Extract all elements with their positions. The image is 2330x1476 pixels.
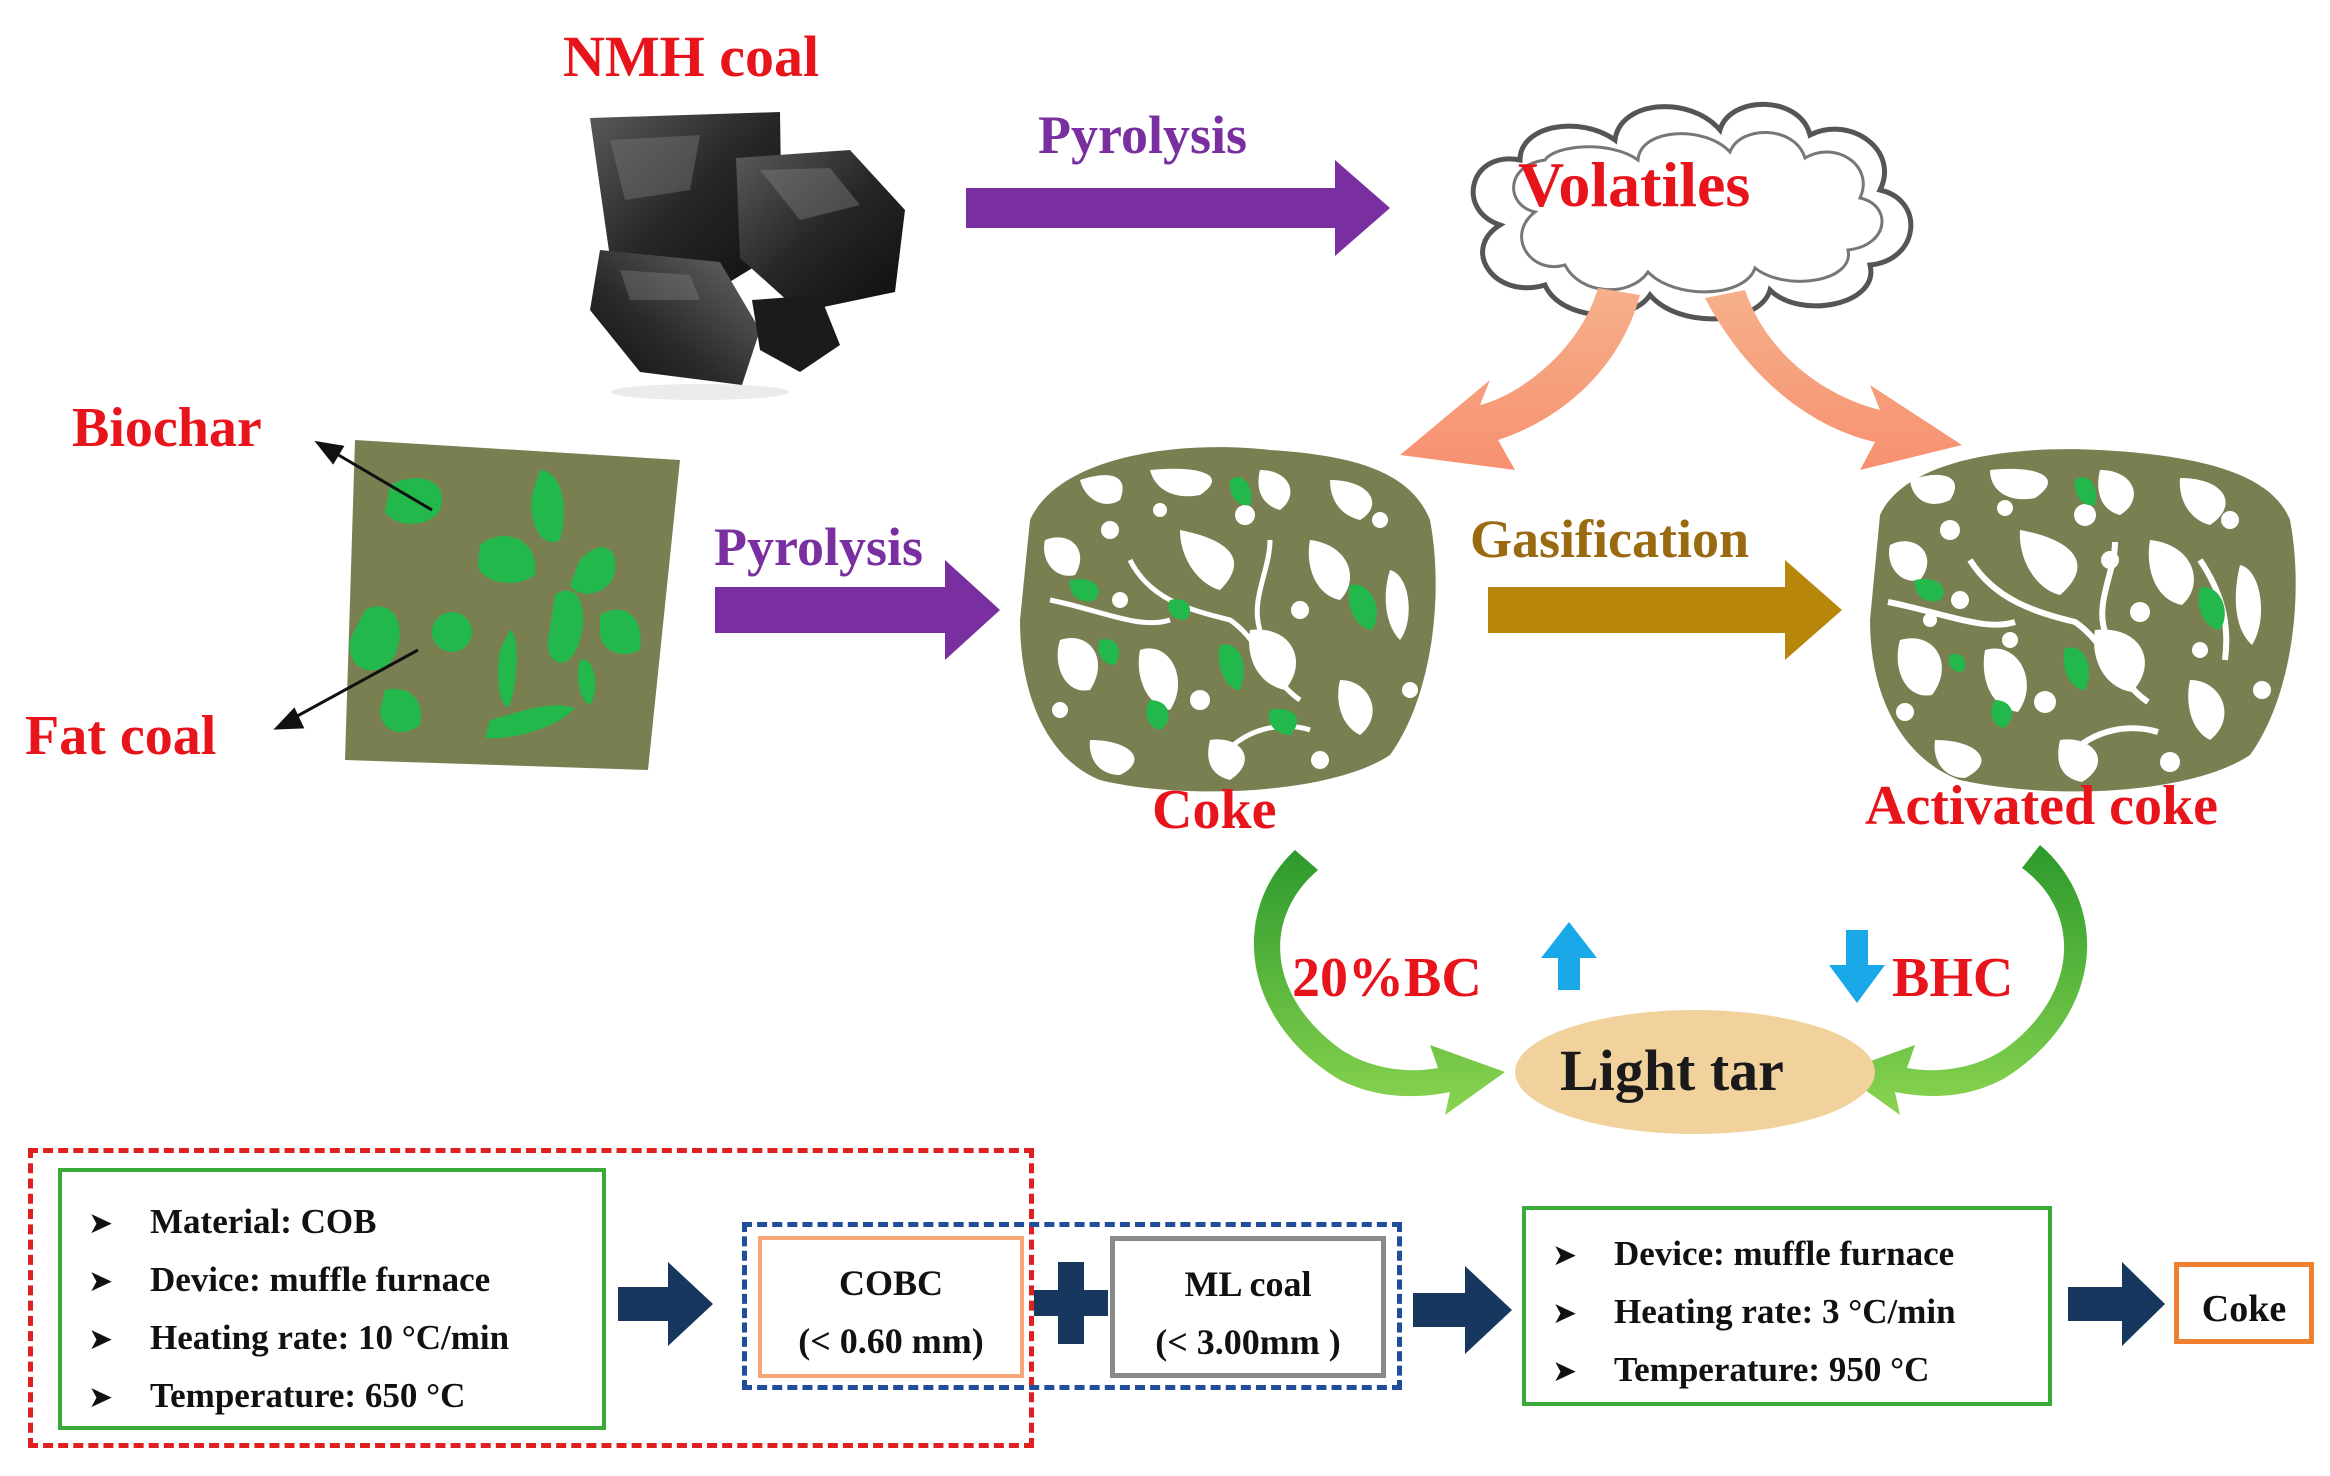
step1-item: ➤Material: COB: [88, 1202, 377, 1241]
cobc-name: COBC: [838, 1263, 943, 1303]
biochar-label: Biochar: [72, 397, 262, 459]
flow-arrow-3: [2068, 1262, 2165, 1346]
gasification-label: Gasification: [1470, 509, 1749, 569]
pyrolysis-label-middle: Pyrolysis: [714, 517, 924, 577]
cobc-size: (< 0.60 mm): [798, 1321, 984, 1361]
blend-group: [742, 1222, 1402, 1390]
coke-output-box: Coke: [2174, 1262, 2314, 1344]
volatiles-to-coke-arrow: [1400, 288, 1640, 470]
volatiles-cloud: [1470, 101, 1914, 322]
fat-coal-biochar-block: [345, 440, 680, 770]
plus-sign: [1034, 1262, 1108, 1344]
bc-20-label: 20%BC: [1292, 947, 1482, 1009]
step1-conditions: ➤Material: COB ➤Device: muffle furnace ➤…: [58, 1168, 606, 1430]
gasification-arrow: [1488, 560, 1842, 660]
nmh-coal-image: [590, 112, 905, 400]
bhc-label: BHC: [1892, 947, 2014, 1009]
activated-coke-structure: [1870, 449, 2296, 792]
decrease-arrow: [1829, 930, 1885, 1003]
pyrolysis-label-top: Pyrolysis: [1038, 105, 1248, 165]
legend-pointers: [273, 440, 433, 730]
step1-item: ➤Heating rate: 10 °C/min: [88, 1318, 510, 1357]
flow-arrow-2: [1413, 1266, 1512, 1354]
coke-label: Coke: [1152, 779, 1277, 841]
step2-item: ➤Temperature: 950 °C: [1552, 1350, 1930, 1389]
nmh-coal-label: NMH coal: [563, 24, 820, 89]
light-tar-label: Light tar: [1560, 1038, 1784, 1103]
activated-coke-label: Activated coke: [1865, 775, 2219, 837]
step2-conditions: ➤Device: muffle furnace ➤Heating rate: 3…: [1522, 1206, 2052, 1406]
step1-item: ➤Temperature: 650 °C: [88, 1376, 466, 1415]
light-tar-ellipse: [1515, 1010, 1875, 1134]
pyrolysis-arrow-top: [966, 160, 1390, 256]
step2-item: ➤Device: muffle furnace: [1552, 1234, 1955, 1273]
volatiles-label: Volatiles: [1518, 149, 1751, 220]
biochar-preparation-group: [28, 1148, 1034, 1448]
fat-coal-label: Fat coal: [25, 705, 217, 767]
ml-coal-size: (< 3.00mm ): [1155, 1322, 1341, 1362]
activated-coke-to-tar-arrow: [1840, 845, 2088, 1115]
ml-coal-name: ML coal: [1184, 1264, 1312, 1304]
step1-item: ➤Device: muffle furnace: [88, 1260, 491, 1299]
ml-coal-box: ML coal (< 3.00mm ): [1110, 1236, 1386, 1378]
coke-output-label: Coke: [2201, 1288, 2287, 1330]
increase-arrow: [1541, 922, 1597, 990]
volatiles-to-activated-coke-arrow: [1705, 290, 1962, 470]
flow-arrow-1: [618, 1262, 713, 1346]
pyrolysis-arrow-middle: [715, 560, 1000, 660]
cobc-box: COBC (< 0.60 mm): [758, 1236, 1024, 1378]
coke-to-tar-arrow: [1253, 850, 1505, 1115]
coke-structure: [1020, 447, 1436, 792]
step2-item: ➤Heating rate: 3 °C/min: [1552, 1292, 1956, 1331]
